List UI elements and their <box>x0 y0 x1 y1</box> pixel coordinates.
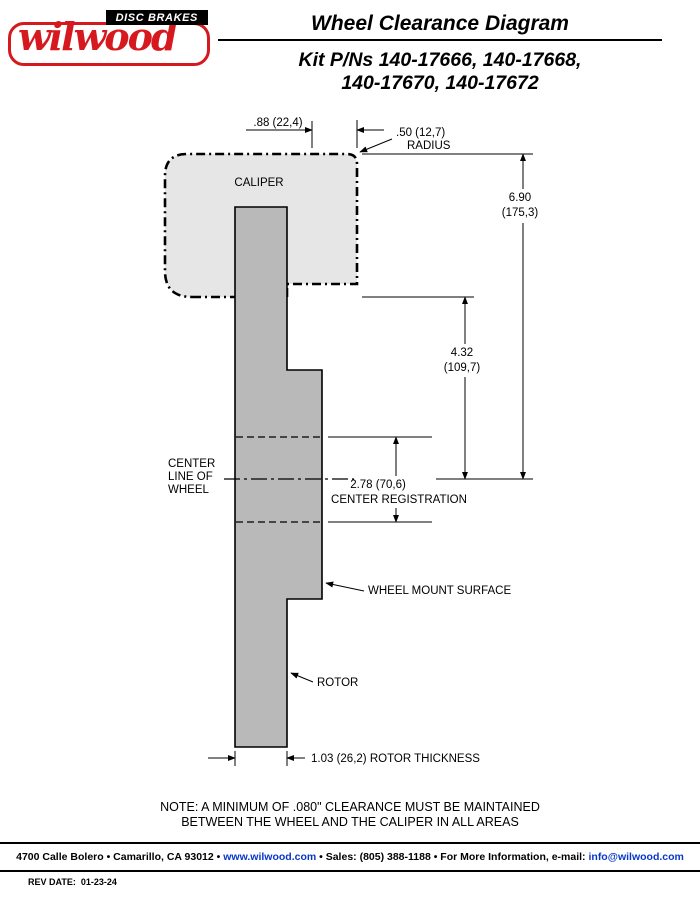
website-link[interactable]: www.wilwood.com <box>223 851 317 863</box>
wheel-mount-callout: WHEEL MOUNT SURFACE <box>325 581 511 597</box>
logo-tagline: DISC BRAKES <box>105 10 208 25</box>
page-title: Wheel Clearance Diagram <box>218 12 662 41</box>
footer-address-2: • Sales: (805) 388-1188 • For More Infor… <box>316 851 589 863</box>
dim-radius: .50 (12,7) RADIUS <box>359 127 451 153</box>
footer-contact-bar: 4700 Calle Bolero • Camarillo, CA 93012 … <box>0 842 700 872</box>
note-line-2: BETWEEN THE WHEEL AND THE CALIPER IN ALL… <box>181 815 519 829</box>
center-line-word-3: WHEEL <box>168 484 210 496</box>
kit-part-numbers: Kit P/Ns 140-17666, 140-17668, 140-17670… <box>218 49 662 95</box>
dim-thickness-text: 1.03 (26,2) ROTOR THICKNESS <box>311 753 480 765</box>
note-line-1: NOTE: A MINIMUM OF .080" CLEARANCE MUST … <box>160 800 540 814</box>
footer-address-1: 4700 Calle Bolero • Camarillo, CA 93012 … <box>16 851 224 863</box>
dim-rotor-thickness: 1.03 (26,2) ROTOR THICKNESS <box>208 751 480 766</box>
wilwood-logo: wilwood DISC BRAKES <box>8 10 210 66</box>
wheel-mount-label: WHEEL MOUNT SURFACE <box>368 585 511 597</box>
dim-top-offset-text: .88 (22,4) <box>253 117 302 129</box>
dim-center-registration: 2.78 (70,6) CENTER REGISTRATION <box>328 436 467 523</box>
kit-line-2: 140-17670, 140-17672 <box>341 72 539 94</box>
dim-height-value: 6.90 <box>509 192 531 204</box>
rotor-callout: ROTOR <box>290 672 358 689</box>
header-titles: Wheel Clearance Diagram Kit P/Ns 140-176… <box>218 10 662 95</box>
dim-register-value: 2.78 (70,6) <box>350 479 406 491</box>
dim-caliper-value: 4.32 <box>451 347 473 359</box>
center-line-label: CENTER LINE OF WHEEL <box>168 458 215 496</box>
dim-height-metric: (175,3) <box>502 207 539 219</box>
email-link[interactable]: info@wilwood.com <box>588 851 684 863</box>
dim-caliper-to-center: 4.32 (109,7) <box>362 296 481 480</box>
center-line-word-1: CENTER <box>168 458 215 470</box>
dim-radius-word: RADIUS <box>407 140 451 152</box>
dim-caliper-metric: (109,7) <box>444 362 481 374</box>
dim-top-offset: .88 (22,4) <box>246 117 384 148</box>
dim-overall-height: 6.90 (175,3) <box>362 153 539 480</box>
center-line-word-2: LINE OF <box>168 471 213 483</box>
rotor-label: ROTOR <box>317 677 358 689</box>
dim-radius-value: .50 (12,7) <box>396 127 445 139</box>
kit-line-1: Kit P/Ns 140-17666, 140-17668, <box>298 49 582 71</box>
header: wilwood DISC BRAKES Wheel Clearance Diag… <box>0 0 700 95</box>
rotor-shape <box>234 206 323 748</box>
caliper-label: CALIPER <box>234 177 283 189</box>
dim-register-label: CENTER REGISTRATION <box>331 494 467 506</box>
rev-date: REV DATE: 01-23-24 <box>28 877 117 887</box>
clearance-diagram: .88 (22,4) .50 (12,7) RADIUS CALIPER 6.9… <box>160 117 540 829</box>
